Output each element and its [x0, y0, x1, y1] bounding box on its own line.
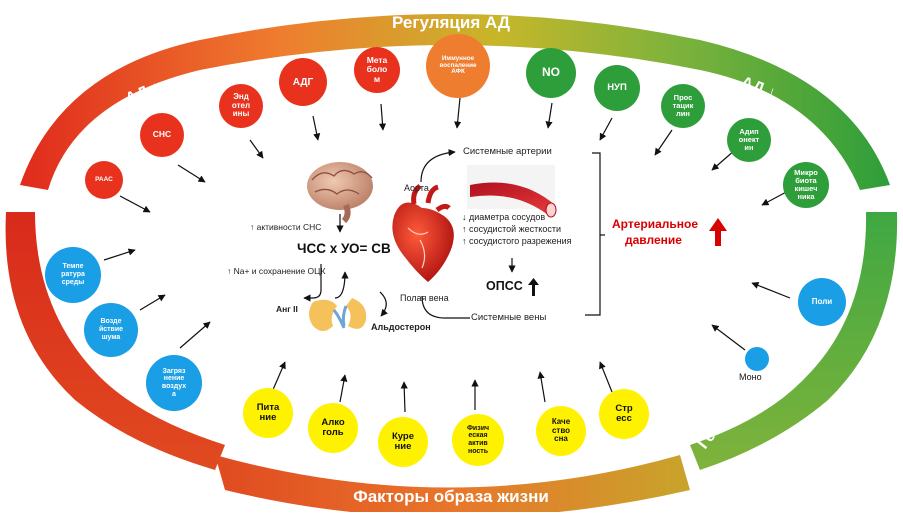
aldosterone-label: Альдостерон — [371, 322, 431, 332]
opss-label: ОПСС — [486, 279, 523, 293]
node-alcohol: Алко голь — [308, 403, 358, 453]
node-nup: НУП — [594, 65, 640, 111]
systemic-veins-label: Системные вены — [471, 312, 547, 323]
node-no: NO — [526, 48, 576, 98]
node-label-noise: Возде йствие шума — [98, 318, 124, 341]
node-sns: СНС — [140, 113, 184, 157]
node-label-immune: Иммунное воспаление АФК — [439, 54, 477, 76]
node-label-sleep: Каче ство сна — [551, 416, 571, 444]
node-label-sns: СНС — [152, 129, 172, 140]
node-label-no: NO — [542, 65, 560, 80]
node-stress: Стр есс — [599, 389, 649, 439]
artery-vessel-icon — [467, 165, 557, 218]
aorta-label: Аорта — [404, 183, 429, 193]
heart-icon — [392, 184, 454, 282]
node-adg: АДГ — [279, 58, 327, 106]
node-label-prostacyclin: Прос тацик лин — [672, 92, 694, 119]
node-label-smoking: Куре ние — [391, 430, 415, 452]
node-label-mono: Моно — [739, 372, 762, 382]
sns-activity-label: ↑ активности СНС — [250, 222, 322, 232]
node-physical: Физич еская актив ность — [452, 414, 504, 466]
ang-label: Анг II — [276, 304, 298, 314]
node-label-stress: Стр есс — [615, 402, 633, 424]
node-microbiota: Микро биота кишеч ника — [783, 162, 829, 208]
node-endothelium: Энд отел ины — [219, 84, 263, 128]
bottom-band — [215, 455, 690, 517]
node-noise: Возде йствие шума — [84, 303, 138, 357]
node-sleep: Каче ство сна — [536, 406, 586, 456]
node-mono: Моно — [739, 347, 769, 382]
node-label-poly: Поли — [811, 296, 833, 306]
formula-label: ЧСС х УО= СВ — [297, 241, 391, 256]
node-label-nup: НУП — [607, 81, 627, 93]
bp-label-line2: давление — [625, 233, 682, 247]
node-label-metabolism: Мета боло м — [366, 54, 388, 84]
node-temp: Темпе ратура среды — [45, 247, 101, 303]
bp-up-arrow — [709, 218, 727, 246]
top-band — [20, 14, 890, 190]
node-label-adiponectin: Адип онект ин — [738, 126, 760, 153]
node-adiponectin: Адип онект ин — [727, 118, 771, 162]
vessel-stiffness-label: ↑ сосудистой жесткости — [462, 224, 561, 234]
vessel-rarefaction-label: ↑ сосудистого разрежения — [462, 236, 572, 246]
band-title-regulation: Регуляция АД — [392, 13, 510, 32]
left-band — [5, 212, 225, 470]
node-air: Загряз нение воздух а — [146, 355, 202, 411]
node-label-temp: Темпе ратура среды — [61, 263, 85, 286]
node-label-air: Загряз нение воздух а — [161, 367, 187, 398]
node-poly: Поли — [798, 278, 846, 326]
systemic-arteries-label: Системные артерии — [463, 146, 552, 157]
opss-up-arrow — [528, 278, 539, 296]
bp-label-line1: Артериальное — [612, 217, 699, 231]
node-label-microbiota: Микро биота кишеч ника — [794, 167, 818, 202]
vessel-diameter-label: ↓ диаметра сосудов — [462, 212, 546, 222]
node-label-endothelium: Энд отел ины — [231, 91, 251, 119]
band-title-lifestyle: Факторы образа жизни — [353, 487, 549, 506]
center-arrows — [303, 148, 605, 319]
node-label-adg: АДГ — [292, 76, 314, 88]
node-prostacyclin: Прос тацик лин — [661, 84, 705, 128]
kidney-icon — [309, 298, 367, 331]
node-label-physical: Физич еская актив ность — [466, 424, 490, 455]
arrows — [103, 97, 791, 413]
vena-cava-label: Полая вена — [400, 293, 449, 303]
node-smoking: Куре ние — [378, 417, 428, 467]
node-label-alcohol: Алко голь — [321, 416, 345, 438]
node-metabolism: Мета боло м — [354, 47, 400, 93]
node-food: Пита ние — [243, 388, 293, 438]
node-label-food: Пита ние — [256, 401, 280, 423]
node-immune: Иммунное воспаление АФК — [426, 34, 490, 98]
node-label-raas: РААС — [95, 176, 113, 184]
node-raas: РААС — [85, 161, 123, 199]
right-band — [690, 212, 898, 470]
brain-icon — [307, 162, 373, 224]
na-retention-label: ↑ Na+ и сохранение ОЦК — [227, 266, 326, 276]
